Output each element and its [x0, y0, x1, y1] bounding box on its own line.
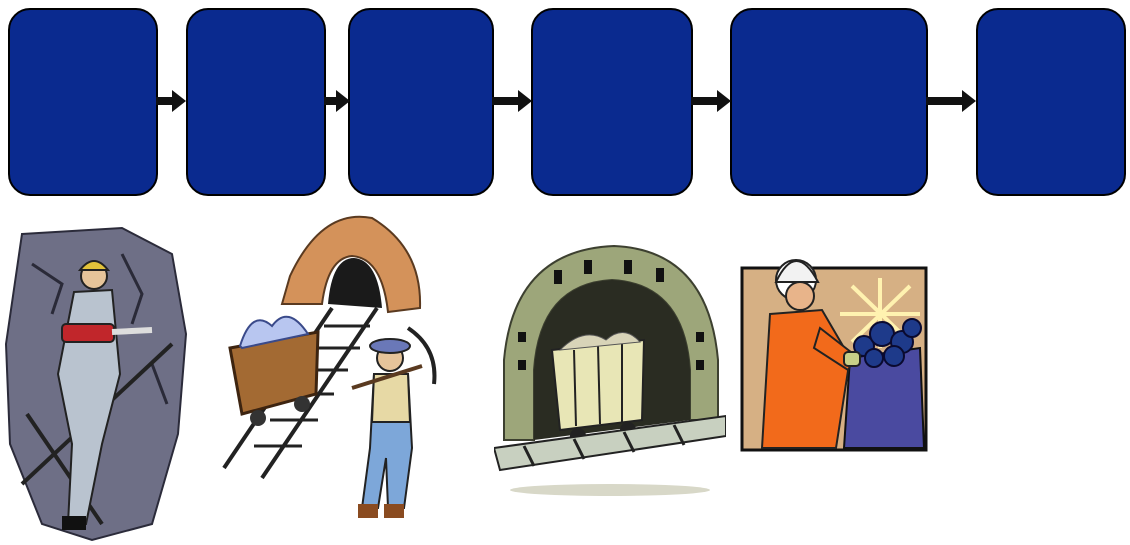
process-step-1	[8, 8, 158, 196]
process-step-3	[348, 8, 494, 196]
flow-arrow-1	[156, 88, 188, 114]
process-step-4	[531, 8, 693, 196]
process-step-6	[976, 8, 1126, 196]
flow-arrow-3	[492, 88, 534, 114]
flow-arrow-4	[691, 88, 733, 114]
worker-sorting-coal-icon	[740, 238, 928, 454]
mine-tunnel-with-cart-icon	[494, 240, 726, 496]
miner-with-drill-icon	[2, 224, 188, 542]
flow-arrow-2	[324, 88, 352, 114]
flow-arrow-5	[926, 88, 978, 114]
prospector-with-mine-cart-icon	[212, 208, 462, 540]
process-step-2	[186, 8, 326, 196]
process-step-5	[730, 8, 928, 196]
